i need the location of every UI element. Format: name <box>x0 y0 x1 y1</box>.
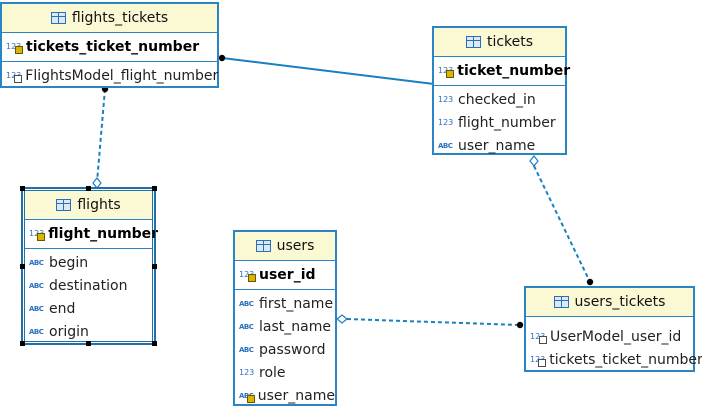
column-row[interactable]: ABC last_name <box>235 315 335 338</box>
link-diamond-end <box>92 177 102 189</box>
column-row[interactable]: ABC user_name <box>434 134 565 157</box>
column-row[interactable]: ABC destination <box>25 274 152 297</box>
column-name: ticket_number <box>457 63 571 79</box>
text-icon: ABC <box>29 258 44 267</box>
link-diamond-end <box>336 314 348 324</box>
text-icon: ABC <box>239 322 254 331</box>
link-end-dot <box>516 321 524 329</box>
text-icon: ABC <box>239 345 254 354</box>
numeric-icon: 123 <box>438 117 454 127</box>
numeric-key-icon: 123 <box>239 271 256 282</box>
column-name: origin <box>49 323 89 340</box>
entity-tickets[interactable]: tickets 123 ticket_number 123 checked_in… <box>432 26 570 157</box>
link-flights-tickets-to-tickets[interactable] <box>221 57 435 85</box>
link-users-to-users-tickets[interactable] <box>346 318 520 326</box>
link-flights-tickets-to-flights[interactable] <box>96 88 106 183</box>
column-name: user_name <box>257 387 335 404</box>
text-key-icon: ABC <box>239 392 255 403</box>
column-row[interactable]: 123 flight_number <box>434 111 565 134</box>
numeric-key-icon: 123 <box>29 230 46 241</box>
entity-flights[interactable]: flights 123 flight_number ABC begin ABC … <box>21 187 158 345</box>
column-name: user_id <box>259 267 316 283</box>
table-icon <box>465 36 481 48</box>
selection-handle[interactable] <box>152 186 157 191</box>
column-row[interactable]: ABC first_name <box>235 292 335 315</box>
column-name: password <box>259 341 326 358</box>
link-tickets-to-users-tickets[interactable] <box>533 165 591 283</box>
column-name: tickets_ticket_number <box>549 351 702 368</box>
selection-handle[interactable] <box>152 264 157 269</box>
selection-handle[interactable] <box>86 186 91 191</box>
numeric-icon: 123 <box>239 367 255 377</box>
entity-header[interactable]: tickets <box>434 28 565 57</box>
column-name: begin <box>49 254 89 271</box>
entity-title: users <box>276 238 315 254</box>
column-row[interactable]: 123 checked_in <box>434 88 565 111</box>
text-icon: ABC <box>29 327 44 336</box>
column-row[interactable]: 123 FlightsModel_flight_number <box>2 64 219 87</box>
entity-header[interactable]: flights_tickets <box>2 4 217 33</box>
column-row[interactable]: ABC begin <box>25 251 152 274</box>
table-icon <box>255 240 271 252</box>
column-name: UserModel_user_id <box>550 328 682 345</box>
column-name: role <box>259 364 286 381</box>
text-icon: ABC <box>29 281 44 290</box>
column-name: first_name <box>259 295 334 312</box>
link-end-dot <box>218 54 226 62</box>
column-name: FlightsModel_flight_number <box>25 67 219 84</box>
primary-key-row[interactable]: 123 tickets_ticket_number <box>2 33 217 62</box>
link-end-dot <box>586 278 594 286</box>
numeric-key-icon: 123 <box>438 67 455 78</box>
selection-handle[interactable] <box>20 264 25 269</box>
table-icon <box>50 12 66 24</box>
text-icon: ABC <box>239 299 254 308</box>
selection-handle[interactable] <box>20 341 25 346</box>
selection-handle[interactable] <box>152 341 157 346</box>
entity-users[interactable]: users 123 user_id ABC first_name ABC las… <box>233 230 337 406</box>
column-row[interactable]: ABC user_name <box>235 384 335 407</box>
column-row[interactable]: ABC password <box>235 338 335 361</box>
column-row[interactable]: 123 UserModel_user_id <box>526 325 693 348</box>
primary-key-row[interactable]: 123 ticket_number <box>434 57 570 86</box>
entity-title: tickets <box>486 34 534 50</box>
column-name: checked_in <box>458 91 536 108</box>
entity-title: users_tickets <box>574 294 666 310</box>
column-row[interactable]: 123 role <box>235 361 335 384</box>
column-name: user_name <box>458 137 536 154</box>
selection-handle[interactable] <box>86 341 91 346</box>
text-icon: ABC <box>29 304 44 313</box>
table-icon <box>553 296 569 308</box>
column-name: tickets_ticket_number <box>26 39 200 55</box>
column-row[interactable]: ABC end <box>25 297 152 320</box>
table-icon <box>56 199 72 211</box>
numeric-fk-icon: 123 <box>6 71 23 83</box>
link-diamond-end <box>529 155 539 167</box>
primary-key-row[interactable]: 123 user_id <box>235 261 335 290</box>
entity-header[interactable]: users_tickets <box>526 288 693 317</box>
numeric-fk-icon: 123 <box>530 332 547 344</box>
column-name: flight_number <box>458 114 556 131</box>
numeric-icon: 123 <box>438 94 454 104</box>
column-row[interactable]: ABC origin <box>25 320 152 343</box>
column-name: last_name <box>259 318 331 335</box>
entity-title: flights <box>77 197 121 213</box>
column-name: destination <box>49 277 128 294</box>
entity-flights-tickets[interactable]: flights_tickets 123 tickets_ticket_numbe… <box>0 2 219 88</box>
column-name: flight_number <box>48 226 159 242</box>
entity-header[interactable]: flights <box>25 191 152 220</box>
entity-users-tickets[interactable]: users_tickets 123 UserModel_user_id 123 … <box>524 286 702 372</box>
selection-handle[interactable] <box>20 186 25 191</box>
numeric-key-icon: 123 <box>6 43 23 54</box>
column-row[interactable]: 123 tickets_ticket_number <box>526 348 702 371</box>
text-icon: ABC <box>438 141 453 150</box>
entity-header[interactable]: users <box>235 232 335 261</box>
numeric-fk-icon: 123 <box>530 355 547 367</box>
entity-title: flights_tickets <box>71 10 169 26</box>
primary-key-row[interactable]: 123 flight_number <box>25 220 158 249</box>
column-name: end <box>49 300 76 317</box>
